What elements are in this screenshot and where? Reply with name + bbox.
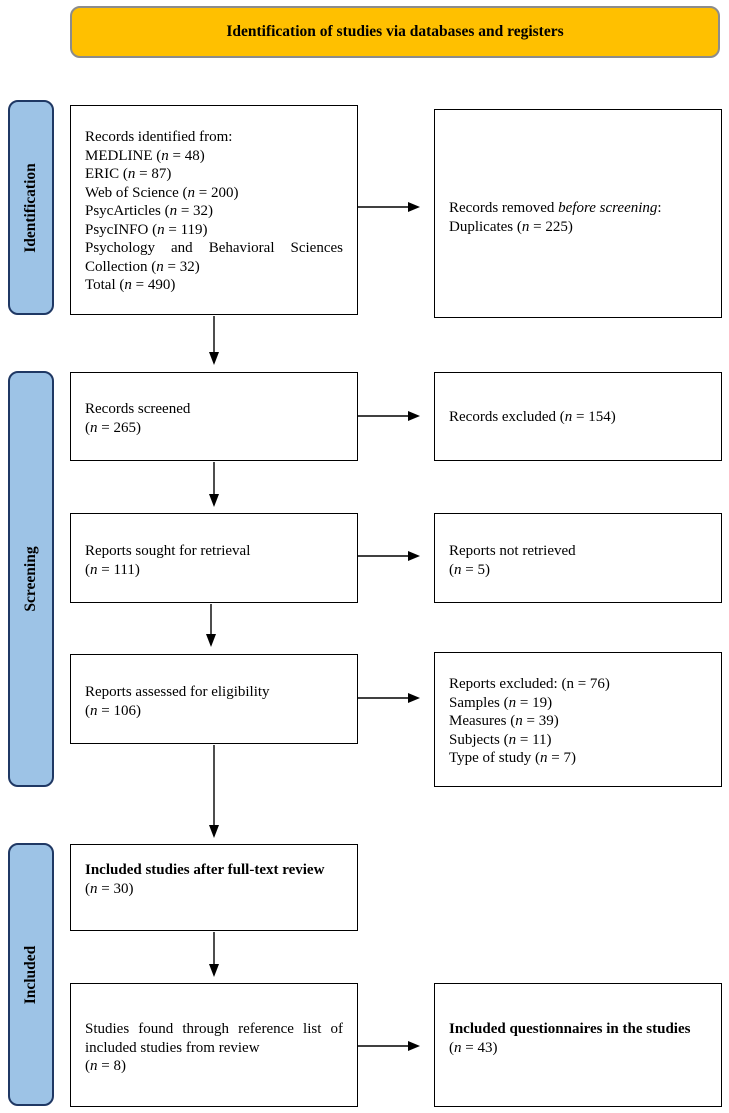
phase-screening: Screening (8, 371, 54, 787)
arrow-head-sought-assessed (206, 634, 216, 647)
records-excluded-box: Records excluded (n = 154) (434, 372, 722, 461)
reason-subjects: Subjects (n = 11) (449, 731, 552, 748)
reason-samples: Samples (n = 19) (449, 694, 553, 711)
reports-sought-count: (n = 111) (85, 561, 140, 578)
arrow-head-reference-questionnaires (408, 1041, 420, 1051)
source-medline: MEDLINE (n = 48) (85, 147, 205, 164)
included-questionnaires-label: Included questionnaires in the studies (449, 1021, 691, 1037)
arrow-head-screened-sought (209, 494, 219, 507)
reference-list-studies-box: Studies found through reference list of … (70, 983, 358, 1107)
identification-banner: Identification of studies via databases … (70, 6, 720, 58)
reason-type-of-study: Type of study (n = 7) (449, 750, 576, 766)
included-questionnaires-count: (n = 43) (449, 1039, 498, 1056)
records-heading: Records identified from: (85, 129, 233, 145)
duplicates-count: Duplicates (n = 225) (449, 218, 573, 235)
phase-identification: Identification (8, 100, 54, 315)
included-studies-label: Included studies after full-text review (85, 862, 325, 878)
reports-excluded-heading: Reports excluded: (n = 76) (449, 676, 610, 692)
reports-sought-box: Reports sought for retrieval (n = 111) (70, 513, 358, 603)
reference-list-count: (n = 8) (85, 1058, 126, 1074)
arrow-head-assessed-included (209, 825, 219, 838)
banner-title: Identification of studies via databases … (226, 23, 564, 40)
phase-included: Included (8, 843, 54, 1106)
records-excluded-count: Records excluded (n = 154) (449, 409, 616, 425)
arrow-head-identified-screened (209, 352, 219, 365)
reason-measures: Measures (n = 39) (449, 713, 559, 729)
source-psycarticles: PsycArticles (n = 32) (85, 203, 214, 219)
arrow-head-sought-not-retrieved (408, 551, 420, 561)
reports-assessed-label: Reports assessed for eligibility (85, 684, 270, 700)
reports-not-retrieved-count: (n = 5) (449, 561, 490, 578)
reports-assessed-box: Reports assessed for eligibility (n = 10… (70, 654, 358, 744)
source-web-of-science: Web of Science (n = 200) (85, 184, 239, 201)
source-eric: ERIC (n = 87) (85, 166, 172, 182)
included-studies-box: Included studies after full-text review … (70, 844, 358, 931)
reports-not-retrieved-label: Reports not retrieved (449, 543, 576, 559)
records-identified-box: Records identified from: MEDLINE (n = 48… (70, 105, 358, 315)
source-psych-behavioral: Psychology and Behavioral Sciences Colle… (85, 240, 343, 275)
reports-assessed-count: (n = 106) (85, 702, 141, 719)
reference-list-label: Studies found through reference list of … (85, 1021, 343, 1056)
included-questionnaires-box: Included questionnaires in the studies (… (434, 983, 722, 1107)
records-total: Total (n = 490) (85, 277, 176, 293)
reports-sought-label: Reports sought for retrieval (85, 543, 251, 559)
arrow-head-assessed-excluded (408, 693, 420, 703)
records-screened-count: (n = 265) (85, 419, 141, 436)
records-removed-heading: Records removed before screening: (449, 200, 662, 216)
records-screened-label: Records screened (85, 401, 191, 417)
arrow-head-identified-removed (408, 202, 420, 212)
arrow-head-screened-excluded (408, 411, 420, 421)
reports-excluded-box: Reports excluded: (n = 76) Samples (n = … (434, 652, 722, 787)
included-studies-count: (n = 30) (85, 880, 134, 897)
records-removed-box: Records removed before screening: Duplic… (434, 109, 722, 318)
arrow-head-included-reference (209, 964, 219, 977)
source-psycinfo: PsycINFO (n = 119) (85, 221, 208, 238)
reports-not-retrieved-box: Reports not retrieved (n = 5) (434, 513, 722, 603)
records-screened-box: Records screened (n = 265) (70, 372, 358, 461)
